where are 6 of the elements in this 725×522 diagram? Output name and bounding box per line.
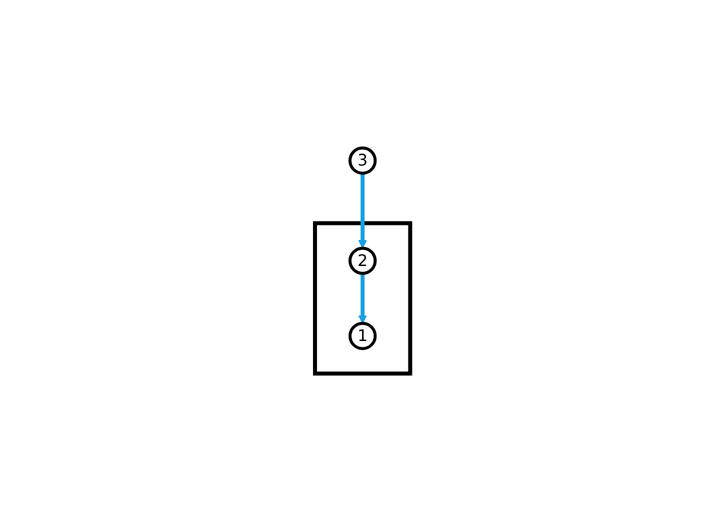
cluster [312, 221, 412, 376]
node-circle: 2 [348, 246, 377, 276]
node-circle: 3 [348, 146, 377, 175]
arrow [358, 173, 367, 249]
arrow [358, 274, 367, 324]
node-circle: 1 [348, 322, 377, 350]
